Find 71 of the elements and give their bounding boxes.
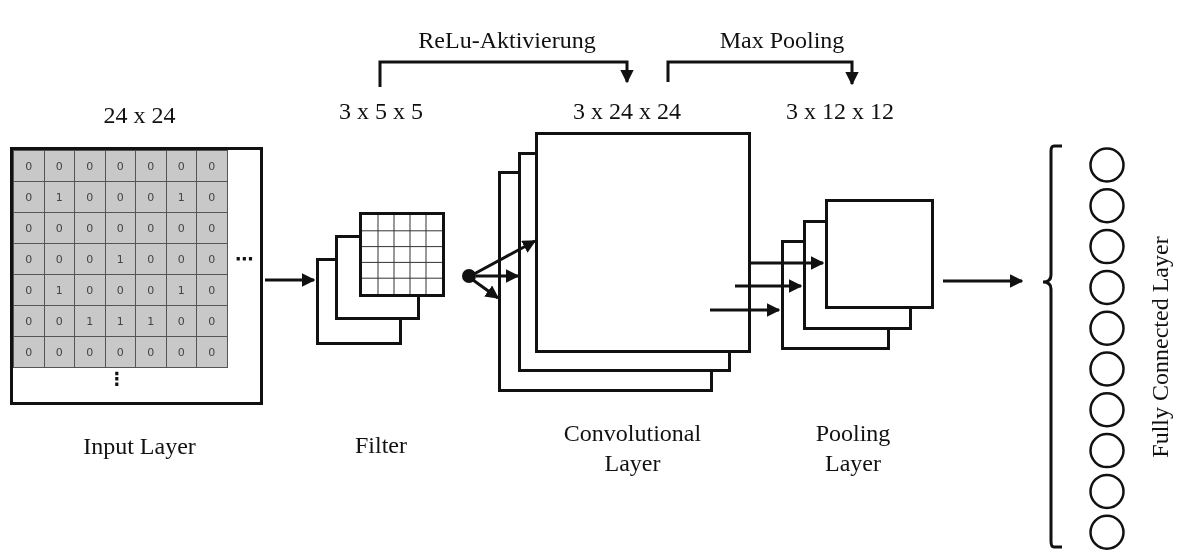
dimension-label: 3 x 5 x 5 bbox=[338, 97, 424, 126]
matrix-value: 0 bbox=[135, 212, 167, 244]
arrow bbox=[710, 303, 781, 317]
layer-label: Filter bbox=[354, 431, 408, 460]
matrix-value: 1 bbox=[104, 243, 136, 275]
arrow bbox=[378, 60, 634, 87]
matrix-value: 0 bbox=[13, 336, 45, 368]
matrix-value: 0 bbox=[135, 150, 167, 182]
matrix-value: 0 bbox=[13, 181, 45, 213]
arrow bbox=[472, 278, 500, 300]
matrix-value: 0 bbox=[196, 150, 228, 182]
arrow bbox=[735, 279, 803, 293]
matrix-value: 0 bbox=[196, 243, 228, 275]
matrix-value: 0 bbox=[43, 305, 75, 337]
matrix-value: 0 bbox=[104, 181, 136, 213]
layer-label: Convolutional Layer bbox=[562, 419, 703, 478]
matrix-value: 0 bbox=[165, 150, 197, 182]
arrow bbox=[750, 256, 825, 270]
arrow bbox=[473, 239, 537, 276]
matrix-value: 0 bbox=[74, 243, 106, 275]
dimension-label: 24 x 24 bbox=[102, 101, 177, 130]
matrix-value: 1 bbox=[165, 274, 197, 306]
matrix-value: 0 bbox=[13, 150, 45, 182]
matrix-value: 0 bbox=[13, 243, 45, 275]
matrix-value: 1 bbox=[43, 274, 75, 306]
matrix-value: 1 bbox=[104, 305, 136, 337]
matrix-value: 0 bbox=[104, 274, 136, 306]
matrix-value: 0 bbox=[74, 274, 106, 306]
matrix-value: 0 bbox=[43, 243, 75, 275]
matrix-value: 1 bbox=[165, 181, 197, 213]
matrix-value: 0 bbox=[165, 336, 197, 368]
layer-label: Pooling Layer bbox=[814, 419, 892, 478]
matrix-value: 0 bbox=[74, 150, 106, 182]
matrix-value: 0 bbox=[196, 336, 228, 368]
matrix-value: 0 bbox=[104, 336, 136, 368]
matrix-value: 1 bbox=[74, 305, 106, 337]
ellipsis-mark: ⋯ bbox=[235, 248, 253, 271]
ellipsis-mark: ⋮ bbox=[108, 368, 126, 391]
arrow bbox=[265, 273, 316, 287]
matrix-value: 0 bbox=[13, 274, 45, 306]
dimension-label: 3 x 24 x 24 bbox=[572, 97, 682, 126]
arrow bbox=[666, 60, 859, 86]
arrow bbox=[476, 269, 520, 283]
matrix-value: 0 bbox=[165, 243, 197, 275]
matrix-value: 0 bbox=[165, 305, 197, 337]
arrow bbox=[943, 274, 1024, 288]
input-dot bbox=[462, 269, 476, 283]
matrix-value: 0 bbox=[135, 274, 167, 306]
matrix-value: 0 bbox=[135, 336, 167, 368]
matrix-value: 0 bbox=[13, 212, 45, 244]
matrix-value: 0 bbox=[13, 305, 45, 337]
dimension-label: 3 x 12 x 12 bbox=[785, 97, 895, 126]
matrix-value: 1 bbox=[43, 181, 75, 213]
matrix-value: 0 bbox=[196, 305, 228, 337]
matrix-value: 0 bbox=[135, 181, 167, 213]
matrix-value: 0 bbox=[43, 212, 75, 244]
matrix-value: 0 bbox=[43, 150, 75, 182]
matrix-value: 0 bbox=[196, 274, 228, 306]
matrix-value: 0 bbox=[74, 181, 106, 213]
matrix-value: 0 bbox=[43, 336, 75, 368]
layer-label: Input Layer bbox=[82, 432, 197, 461]
matrix-value: 1 bbox=[135, 305, 167, 337]
matrix-value: 0 bbox=[196, 212, 228, 244]
layer-label: Fully Connected Layer bbox=[1146, 236, 1174, 458]
matrix-value: 0 bbox=[104, 212, 136, 244]
matrix-value: 0 bbox=[196, 181, 228, 213]
matrix-value: 0 bbox=[74, 212, 106, 244]
matrix-value: 0 bbox=[74, 336, 106, 368]
matrix-value: 0 bbox=[165, 212, 197, 244]
matrix-value: 0 bbox=[135, 243, 167, 275]
matrix-value: 0 bbox=[104, 150, 136, 182]
